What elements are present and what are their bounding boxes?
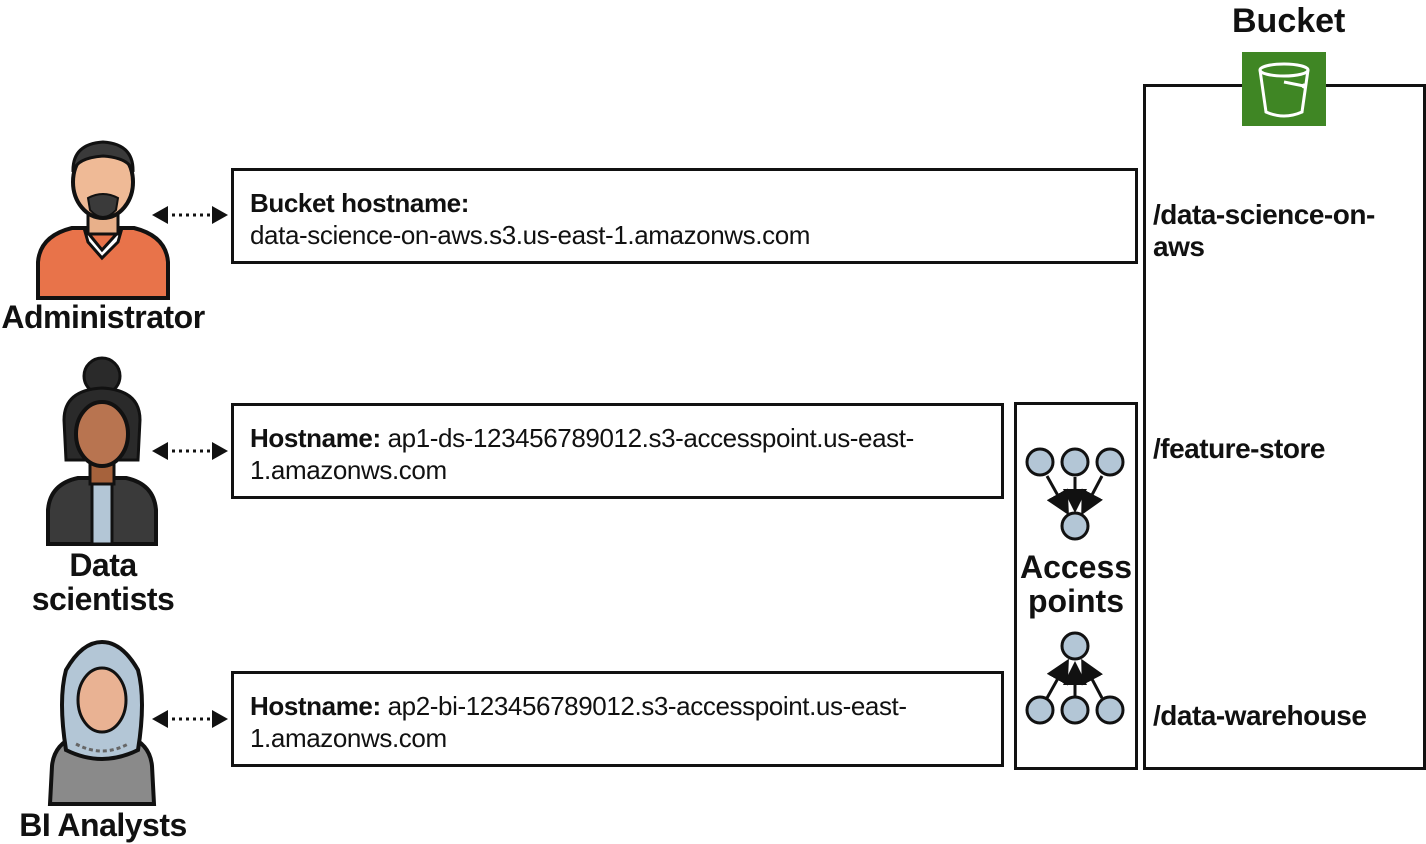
administrator-dotted-arrow <box>152 206 228 224</box>
access-points-label: Access points <box>1014 550 1138 618</box>
data-scientist-avatar-icon <box>46 356 158 546</box>
bucket-container <box>1143 84 1426 770</box>
bucket-title: Bucket <box>1232 2 1346 40</box>
access-point-graph-icon <box>1014 440 1138 550</box>
bi-hostname-key: Hostname: <box>250 691 381 721</box>
bi-analysts-label: BI Analysts <box>19 807 187 843</box>
access-points-label-line2: points <box>1028 583 1124 619</box>
administrator-label: Administrator <box>1 299 205 335</box>
access-points-label-line1: Access <box>1019 549 1133 585</box>
bucket-path-data-warehouse: /data-warehouse <box>1153 700 1367 731</box>
ds-hostname-value-line1: ap1-ds-123456789012.s3-accesspoint.us-ea… <box>380 423 915 453</box>
bucket-hostname-value: data-science-on-aws.s3.us-east-1.amazonw… <box>250 220 811 250</box>
ds-hostname-value-line2: 1.amazonws.com <box>250 455 447 485</box>
bi-hostname-value-line2: 1.amazonws.com <box>250 723 447 753</box>
bucket-hostname-box: Bucket hostname: data-science-on-aws.s3.… <box>231 168 1138 264</box>
data-scientists-label-line2: scientists <box>31 581 175 617</box>
bi-analyst-hostname-box: Hostname: ap2-bi-123456789012.s3-accessp… <box>231 671 1004 767</box>
bucket-path-feature-store: /feature-store <box>1153 433 1325 464</box>
access-points-container <box>1014 402 1138 770</box>
data-scientists-label: Data scientists <box>0 548 206 616</box>
s3-bucket-icon <box>1242 52 1326 126</box>
data-scientist-dotted-arrow <box>152 442 228 460</box>
data-scientists-label-line1: Data <box>69 547 137 583</box>
bucket-path-data-science: /data-science-on-aws <box>1153 199 1375 262</box>
bucket-hostname-key: Bucket hostname: <box>250 188 469 218</box>
bi-hostname-value-line1: ap2-bi-123456789012.s3-accesspoint.us-ea… <box>380 691 907 721</box>
bi-analyst-avatar-icon <box>47 640 157 806</box>
administrator-avatar-icon <box>36 140 170 300</box>
ds-hostname-key: Hostname: <box>250 423 381 453</box>
data-scientist-hostname-box: Hostname: ap1-ds-123456789012.s3-accessp… <box>231 403 1004 499</box>
bi-analyst-dotted-arrow <box>152 710 228 728</box>
access-point-graph-icon-lower <box>1014 628 1138 738</box>
